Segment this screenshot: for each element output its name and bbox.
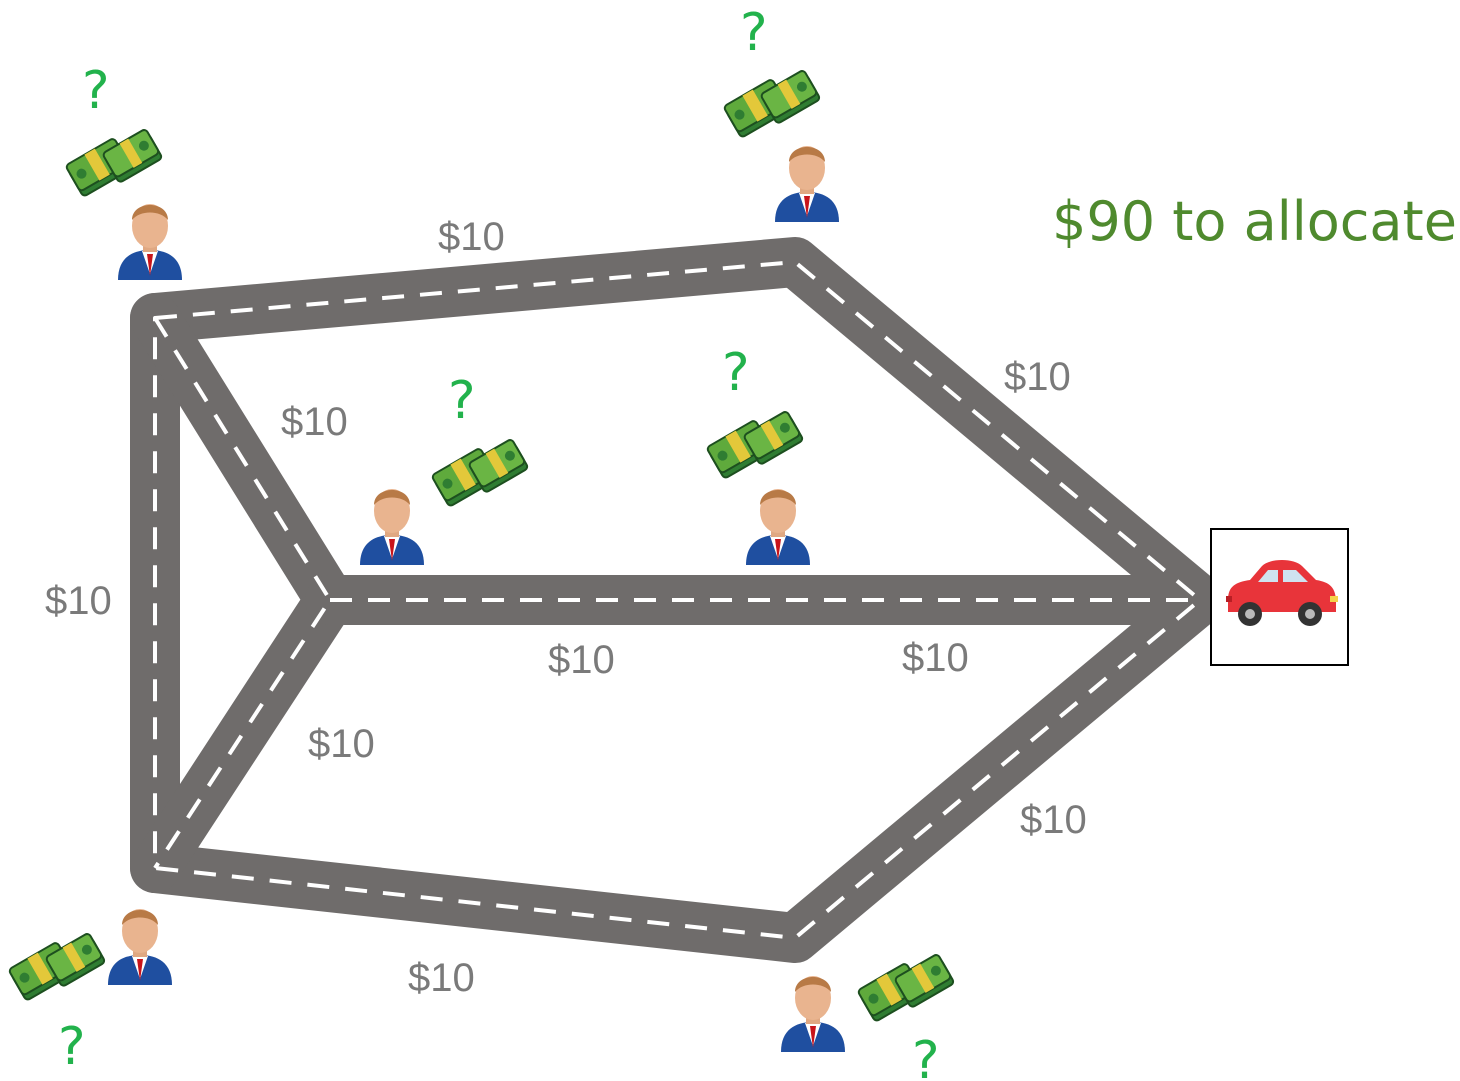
label-upper-diagonal-road: $10: [281, 400, 348, 444]
businessman-icon: [746, 489, 810, 565]
cash-stack-icon: [430, 430, 530, 514]
question-mark: ?: [912, 1031, 940, 1081]
question-mark: ?: [58, 1017, 86, 1077]
road-dash-spur: [153, 316, 332, 870]
car-destination: [1210, 528, 1349, 666]
question-mark: ?: [448, 371, 476, 431]
businessman-icon: [360, 489, 424, 565]
budget-text: $90 to allocate: [1052, 190, 1457, 253]
label-top-road: $10: [438, 215, 505, 259]
question-mark: ?: [740, 3, 768, 63]
label-lower-right-road: $10: [1020, 798, 1087, 842]
businessman-icon: [775, 146, 839, 222]
question-mark: ?: [82, 61, 110, 121]
cash-stack-icon: [856, 945, 956, 1029]
road-dash-outer: [153, 260, 1202, 940]
question-mark: ?: [722, 343, 750, 403]
cash-stack-icon: [64, 120, 164, 204]
businessman-icon: [118, 204, 182, 280]
label-middle-left-road: $10: [548, 638, 615, 682]
label-lower-diagonal-road: $10: [308, 722, 375, 766]
label-middle-right-road: $10: [902, 636, 969, 680]
businessman-icon: [781, 976, 845, 1052]
roads: [130, 237, 1225, 963]
cash-stack-icon: [7, 924, 107, 1008]
red-car-icon: [1226, 560, 1338, 626]
label-left-road: $10: [45, 579, 112, 623]
businessman-icon: [108, 909, 172, 985]
cash-stack-icon: [722, 61, 822, 145]
label-bottom-road: $10: [408, 956, 475, 1000]
label-upper-right-road: $10: [1004, 355, 1071, 399]
cash-stack-icon: [705, 402, 805, 486]
